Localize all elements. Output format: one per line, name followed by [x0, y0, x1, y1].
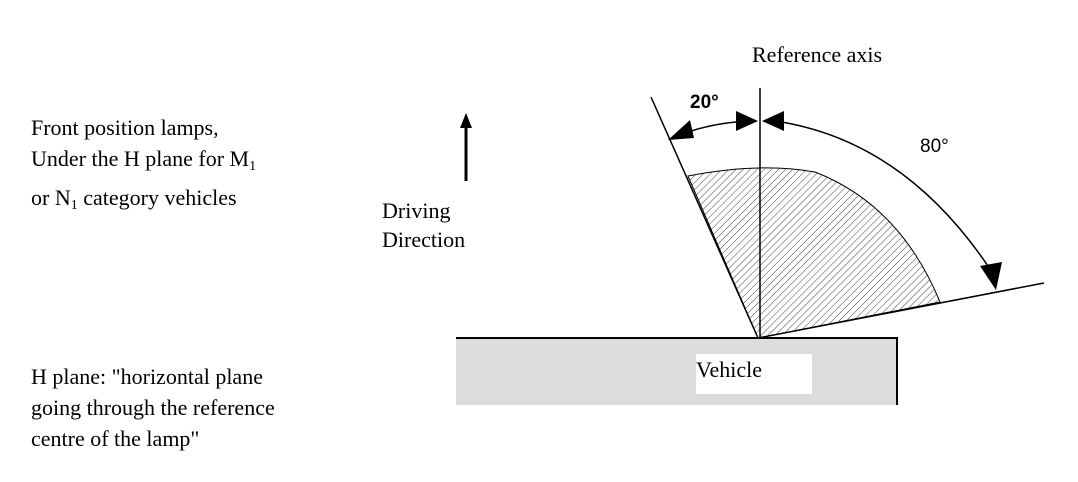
- angle-80-arrow: [980, 262, 1002, 290]
- angle-20-arrow-outer: [762, 111, 784, 131]
- hplane-definition-line-3: centre of the lamp": [31, 426, 200, 451]
- driving-direction-label: Driving Direction: [382, 196, 465, 254]
- hatched-sector: [687, 167, 941, 339]
- lamp-description-line-3: or N1 category vehicles: [31, 185, 237, 213]
- hplane-definition-line-1: H plane: "horizontal plane: [31, 364, 263, 389]
- angle-80-arc: [774, 120, 993, 273]
- inward-boundary-line: [650, 96, 759, 339]
- outward-boundary-line: [757, 282, 1045, 339]
- angle-20-label: 20°: [690, 92, 719, 113]
- angle-20-arrow-left: [668, 120, 694, 140]
- hplane-definition: H plane: "horizontal plane going through…: [31, 361, 275, 454]
- hplane-definition-line-2: going through the reference: [31, 395, 275, 420]
- lamp-description-line-1: Front position lamps,: [31, 115, 219, 140]
- driving-direction-line-2: Direction: [382, 227, 466, 252]
- lamp-description-line-2: Under the H plane for M1: [31, 146, 257, 174]
- driving-direction-arrowhead: [460, 113, 472, 128]
- vehicle-label: Vehicle: [696, 354, 812, 394]
- angle-80-label: 80°: [920, 136, 949, 157]
- driving-direction-line-1: Driving: [382, 198, 451, 223]
- vehicle-body: [456, 338, 898, 405]
- angle-20-arrow-inner: [736, 111, 758, 131]
- reference-axis-label: Reference axis: [752, 42, 883, 67]
- lamp-description: Front position lamps, Under the H plane …: [31, 112, 256, 221]
